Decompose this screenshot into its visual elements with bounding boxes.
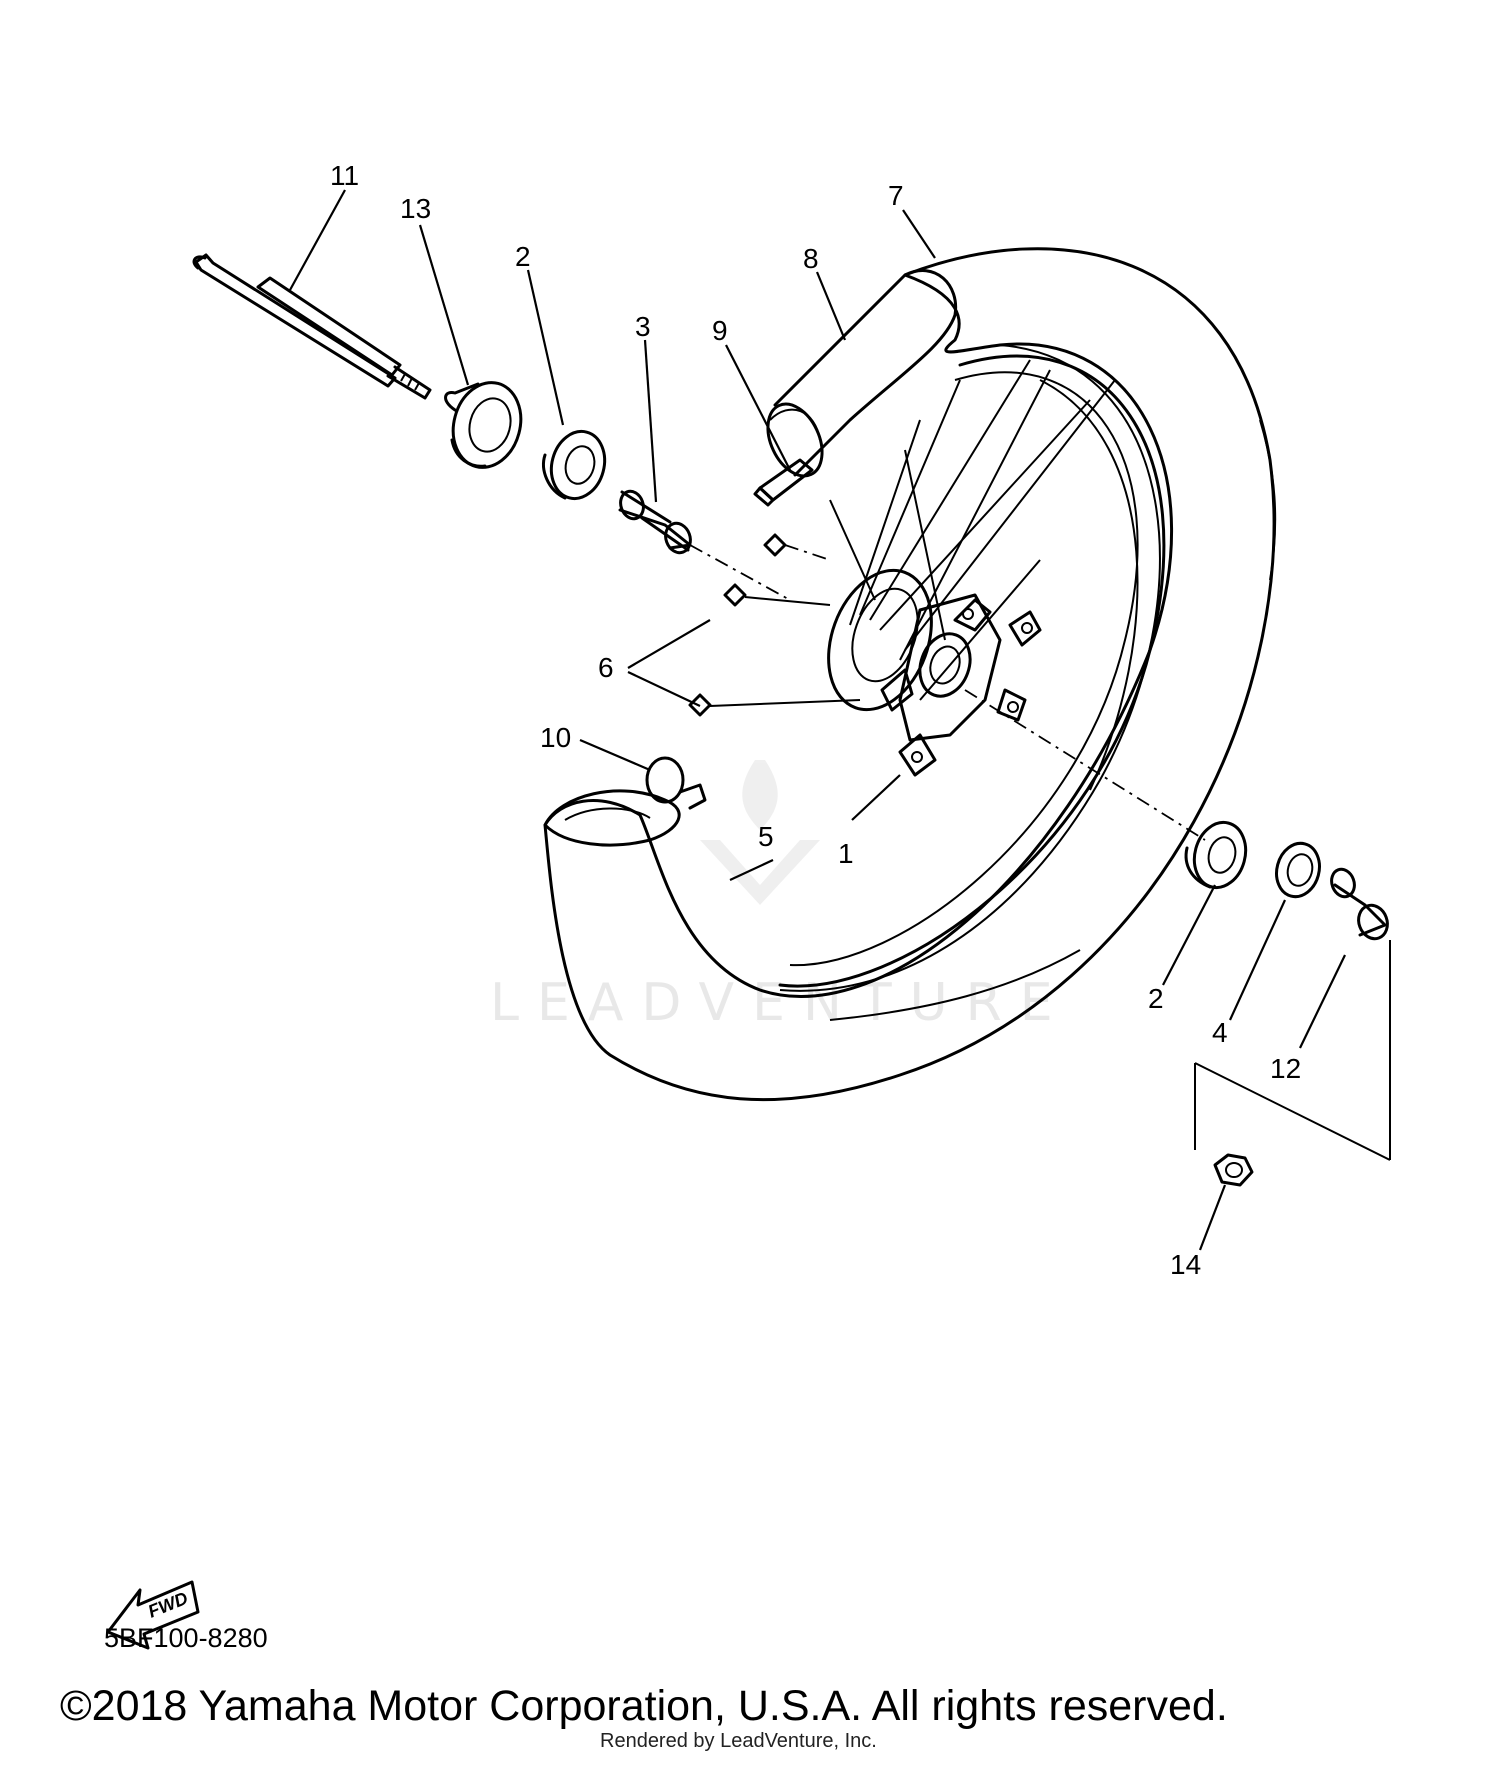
balancers <box>688 533 861 717</box>
callout-6: 6 <box>598 652 614 683</box>
callout-10: 10 <box>540 722 571 753</box>
leader-lines <box>289 189 1346 1251</box>
callout-3: 3 <box>635 311 651 342</box>
part-code: 5BF100-8280 <box>104 1623 268 1653</box>
tire <box>543 247 1277 1102</box>
callout-11: 11 <box>330 160 359 191</box>
tube <box>766 269 958 478</box>
copyright: ©2018 Yamaha Motor Corporation, U.S.A. A… <box>60 1682 1228 1730</box>
rim-strip-cutaway <box>543 789 681 847</box>
valve-cap <box>645 756 707 810</box>
spacer <box>618 489 791 601</box>
callout-4: 4 <box>1212 1017 1228 1048</box>
hub <box>827 568 1042 777</box>
oil-seal <box>1275 841 1321 899</box>
callout-5: 5 <box>758 821 774 852</box>
callout-7: 7 <box>888 180 904 211</box>
rim <box>778 354 1166 988</box>
valve <box>753 458 814 507</box>
rendered-by: Rendered by LeadVenture, Inc. <box>600 1730 877 1752</box>
spokes <box>829 359 1116 701</box>
callout-8: 8 <box>803 243 819 274</box>
callout-2-left: 2 <box>515 241 531 272</box>
callout-9: 9 <box>712 315 728 346</box>
callout-14: 14 <box>1170 1249 1201 1280</box>
axle-centerline <box>964 689 1206 841</box>
bearing-right <box>1184 820 1248 890</box>
callout-13: 13 <box>400 193 431 224</box>
bearing-left <box>542 429 607 501</box>
collar <box>444 381 523 469</box>
callout-labels: 11 13 2 3 9 8 7 6 10 5 1 2 4 12 14 <box>330 160 1301 1280</box>
callout-1: 1 <box>838 838 854 869</box>
axle-nut <box>1194 940 1391 1187</box>
callout-12: 12 <box>1270 1053 1301 1084</box>
callout-2-right: 2 <box>1148 983 1164 1014</box>
axle <box>192 253 432 400</box>
collar-right <box>1330 867 1389 941</box>
